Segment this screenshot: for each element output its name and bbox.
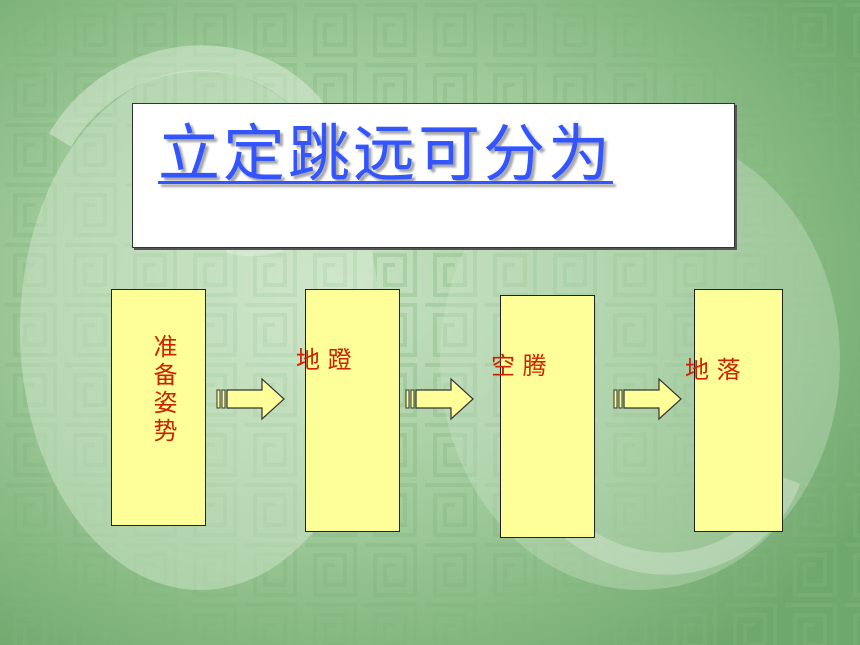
title-text: 立定跳远可分为 bbox=[158, 117, 614, 190]
arrow-right-icon bbox=[405, 377, 474, 421]
stage-label-2: 地 蹬 bbox=[296, 346, 352, 374]
stage-box-4: 地 落 bbox=[685, 289, 783, 532]
arrow-right-icon bbox=[216, 377, 285, 421]
arrow-right-icon bbox=[613, 377, 682, 421]
title-box: 立定跳远可分为 bbox=[132, 103, 735, 248]
stage-label-4: 地 落 bbox=[685, 356, 741, 384]
stage-box-2: 地 蹬 bbox=[296, 289, 400, 532]
stage-box-1: 准备姿势 bbox=[111, 289, 206, 526]
stage-label-1: 准备姿势 bbox=[149, 334, 177, 446]
stage-label-3: 空 腾 bbox=[491, 352, 547, 380]
stage-box-3: 空 腾 bbox=[491, 295, 595, 538]
